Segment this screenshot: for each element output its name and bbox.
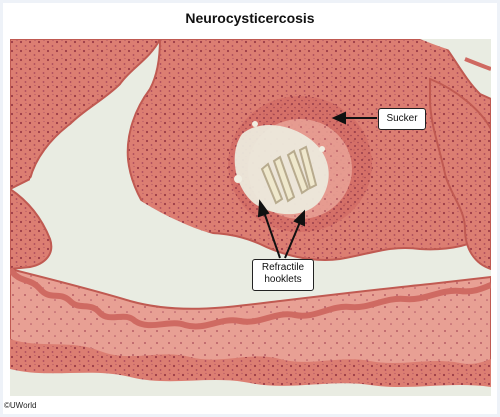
- hooklets-label: Refractile hooklets: [252, 259, 314, 291]
- micrograph-image: [10, 39, 491, 396]
- figure-title: Neurocysticercosis: [185, 10, 315, 26]
- arrow-icon: [293, 209, 305, 227]
- arrow-icon: [257, 199, 270, 218]
- hooklets-label-line2: hooklets: [264, 274, 302, 285]
- copyright-text: ©UWorld: [4, 401, 37, 410]
- arrow-icon: [331, 111, 346, 125]
- hooklets-label-line1: Refractile: [261, 262, 305, 273]
- micrograph: [10, 39, 491, 396]
- sucker-label: Sucker: [378, 108, 426, 130]
